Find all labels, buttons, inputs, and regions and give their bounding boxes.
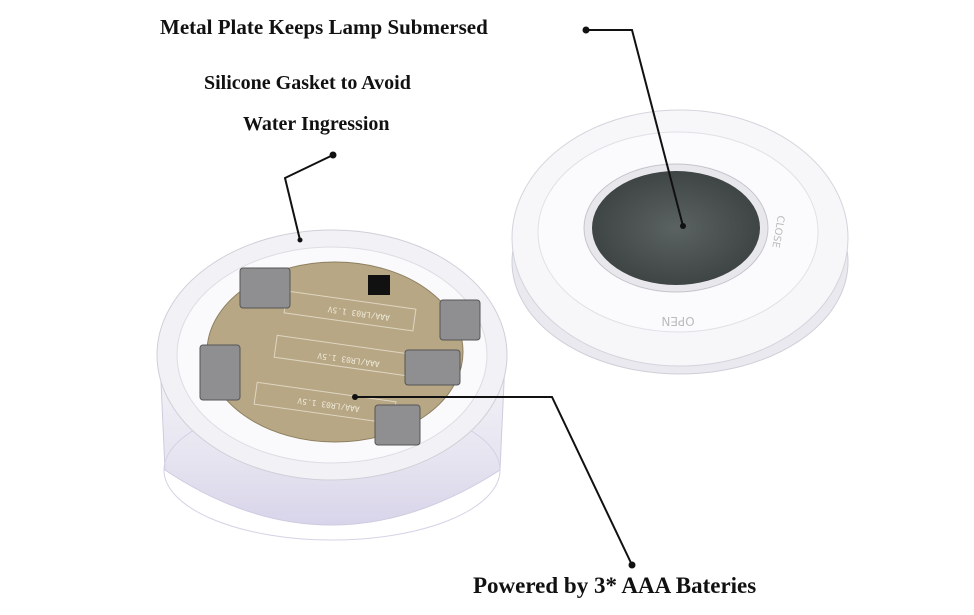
callout-gasket-line1: Silicone Gasket to Avoid: [204, 72, 411, 94]
lamp-base: AAA/LR03 1.5V AAA/LR03 1.5V AAA/LR03 1.5…: [156, 229, 508, 541]
lid-open-text: OPEN: [661, 314, 694, 328]
callout-metal-plate: Metal Plate Keeps Lamp Submersed: [160, 15, 488, 39]
metal-plate: [592, 171, 760, 285]
battery-contacts: [199, 267, 481, 446]
callout-gasket-line2: Water Ingression: [243, 113, 390, 135]
switch: [368, 275, 390, 295]
leader-lines: [283, 29, 684, 566]
lamp-lid: OPEN CLOSE: [511, 109, 849, 375]
callout-batteries: Powered by 3* AAA Bateries: [473, 573, 757, 598]
